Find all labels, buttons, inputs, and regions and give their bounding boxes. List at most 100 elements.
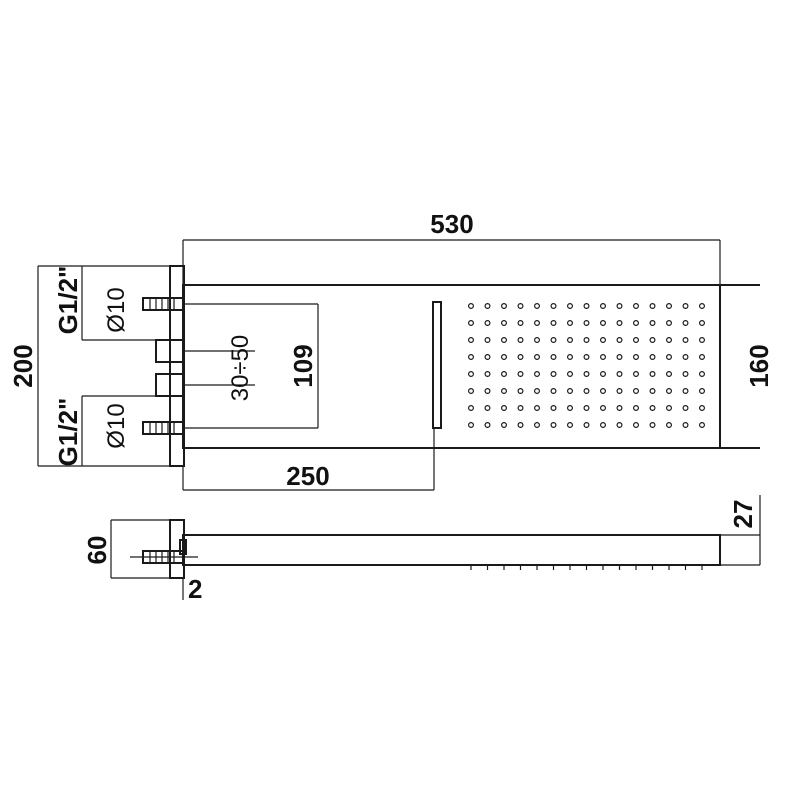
nozzle <box>468 371 475 378</box>
nozzle <box>632 405 639 412</box>
nozzle <box>517 388 524 395</box>
nozzle <box>484 422 491 429</box>
nozzle <box>583 371 590 378</box>
nozzle <box>616 354 623 361</box>
nozzle <box>484 405 491 412</box>
nozzle <box>501 388 508 395</box>
nozzle <box>665 354 672 361</box>
nozzle <box>501 354 508 361</box>
nozzle <box>550 320 557 327</box>
nozzle <box>665 405 672 412</box>
nozzle <box>698 337 705 344</box>
nozzle <box>533 388 540 395</box>
nozzle <box>616 388 623 395</box>
nozzle <box>566 422 573 429</box>
nozzle <box>484 337 491 344</box>
dim-label-200: 200 <box>8 344 38 387</box>
nozzle <box>599 320 606 327</box>
nozzle <box>649 320 656 327</box>
dim-label-27: 27 <box>728 500 758 529</box>
nozzle <box>583 422 590 429</box>
nozzle <box>468 422 475 429</box>
nozzle <box>566 354 573 361</box>
nozzle <box>583 337 590 344</box>
pipe-label-bottom: Ø10 <box>103 403 130 448</box>
nozzle <box>468 320 475 327</box>
nozzle <box>550 388 557 395</box>
nozzle <box>665 303 672 310</box>
nozzle-row-side <box>470 565 703 570</box>
nozzle <box>501 337 508 344</box>
top-view: 530 160 200 G1/2" Ø10 30÷50 <box>8 209 774 491</box>
nozzle <box>682 303 689 310</box>
nozzle <box>698 371 705 378</box>
nozzle <box>484 354 491 361</box>
nozzle <box>682 337 689 344</box>
nozzle <box>517 422 524 429</box>
nozzle <box>583 388 590 395</box>
nozzle <box>632 337 639 344</box>
dim-label-2: 2 <box>188 574 202 604</box>
nozzle <box>698 354 705 361</box>
nozzle <box>649 405 656 412</box>
panel-outline <box>182 284 721 449</box>
nozzle-grid <box>468 303 705 429</box>
nozzle <box>566 320 573 327</box>
nozzle <box>616 320 623 327</box>
nozzle <box>533 422 540 429</box>
wall-plate <box>169 265 185 467</box>
nozzle <box>682 320 689 327</box>
nozzle <box>550 354 557 361</box>
nozzle <box>468 303 475 310</box>
dim-label-530: 530 <box>430 209 473 239</box>
dim-label-60: 60 <box>82 536 112 565</box>
nozzle <box>566 405 573 412</box>
nozzle <box>682 354 689 361</box>
nozzle <box>665 320 672 327</box>
nozzle <box>632 303 639 310</box>
nozzle <box>632 371 639 378</box>
nozzle <box>468 337 475 344</box>
nozzle <box>566 337 573 344</box>
nozzle <box>665 422 672 429</box>
nozzle <box>468 405 475 412</box>
nozzle <box>698 320 705 327</box>
nozzle <box>649 371 656 378</box>
nozzle <box>533 371 540 378</box>
nozzle <box>632 354 639 361</box>
nozzle <box>501 405 508 412</box>
nozzle <box>583 320 590 327</box>
nozzle <box>566 388 573 395</box>
nozzle <box>698 405 705 412</box>
connector-side <box>179 539 187 555</box>
nozzle <box>533 303 540 310</box>
nozzle <box>599 354 606 361</box>
nozzle <box>649 303 656 310</box>
nozzle <box>616 422 623 429</box>
nozzle <box>698 388 705 395</box>
thread-label-bottom: G1/2" <box>53 398 83 467</box>
nozzle <box>501 320 508 327</box>
nozzle <box>501 422 508 429</box>
pipe-label-top: Ø10 <box>103 287 130 332</box>
nozzle <box>550 337 557 344</box>
nozzle <box>665 337 672 344</box>
dim-label-adjust: 30÷50 <box>227 335 254 402</box>
nozzle <box>566 303 573 310</box>
nozzle <box>616 405 623 412</box>
nozzle <box>484 388 491 395</box>
nozzle <box>649 337 656 344</box>
dim-label-250: 250 <box>286 461 329 491</box>
nozzle <box>583 405 590 412</box>
nozzle <box>484 320 491 327</box>
nozzle <box>682 388 689 395</box>
nozzle <box>517 354 524 361</box>
thread-label-top: G1/2" <box>53 266 83 335</box>
nozzle <box>632 320 639 327</box>
nozzle <box>649 388 656 395</box>
nozzle <box>599 371 606 378</box>
panel-side-outline <box>182 534 721 566</box>
nozzle <box>698 303 705 310</box>
nozzle <box>649 422 656 429</box>
